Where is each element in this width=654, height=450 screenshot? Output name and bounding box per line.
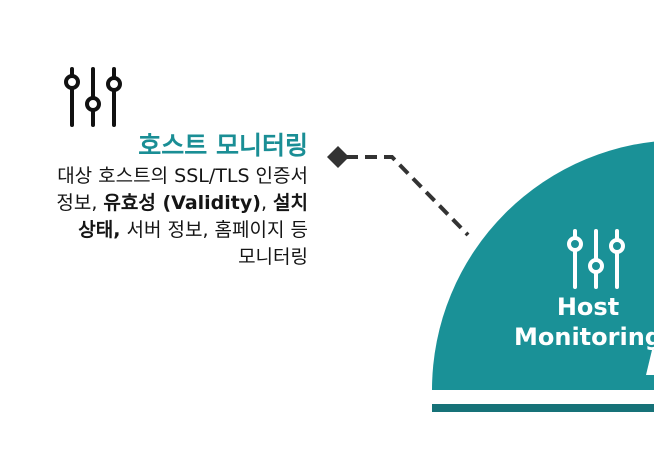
- node-label-line-1: Host: [556, 293, 620, 321]
- node-accent-mark: [646, 350, 654, 375]
- connector-dash: [346, 155, 470, 237]
- node-base-bar: [432, 404, 654, 412]
- feature-description: 대상 호스트의 SSL/TLS 인증서 정보, 유효성 (Validity), …: [8, 163, 308, 271]
- description-line-2: 정보, 유효성 (Validity), 설치: [8, 190, 308, 217]
- feature-title: 호스트 모니터링: [138, 131, 308, 160]
- description-emphasis-install: 설치: [273, 192, 308, 214]
- description-text: 정보,: [56, 192, 104, 214]
- description-line-4: 모니터링: [238, 246, 308, 268]
- description-line-1: 대상 호스트의 SSL/TLS 인증서: [57, 165, 308, 187]
- sliders-icon: [64, 67, 122, 127]
- node-sliders-icon: [567, 229, 625, 289]
- node-disk-shape: [432, 141, 654, 390]
- description-text: 서버 정보, 홈페이지 등: [120, 219, 309, 241]
- description-emphasis-status: 상태,: [78, 219, 121, 241]
- description-emphasis-validity: 유효성 (Validity): [103, 192, 261, 214]
- description-text: ,: [260, 192, 274, 214]
- connector-diamond: [327, 146, 349, 168]
- node-label-line-2: Monitoring: [514, 323, 654, 351]
- node-label: Host Monitoring: [508, 292, 654, 352]
- description-line-3: 상태, 서버 정보, 홈페이지 등: [8, 217, 308, 244]
